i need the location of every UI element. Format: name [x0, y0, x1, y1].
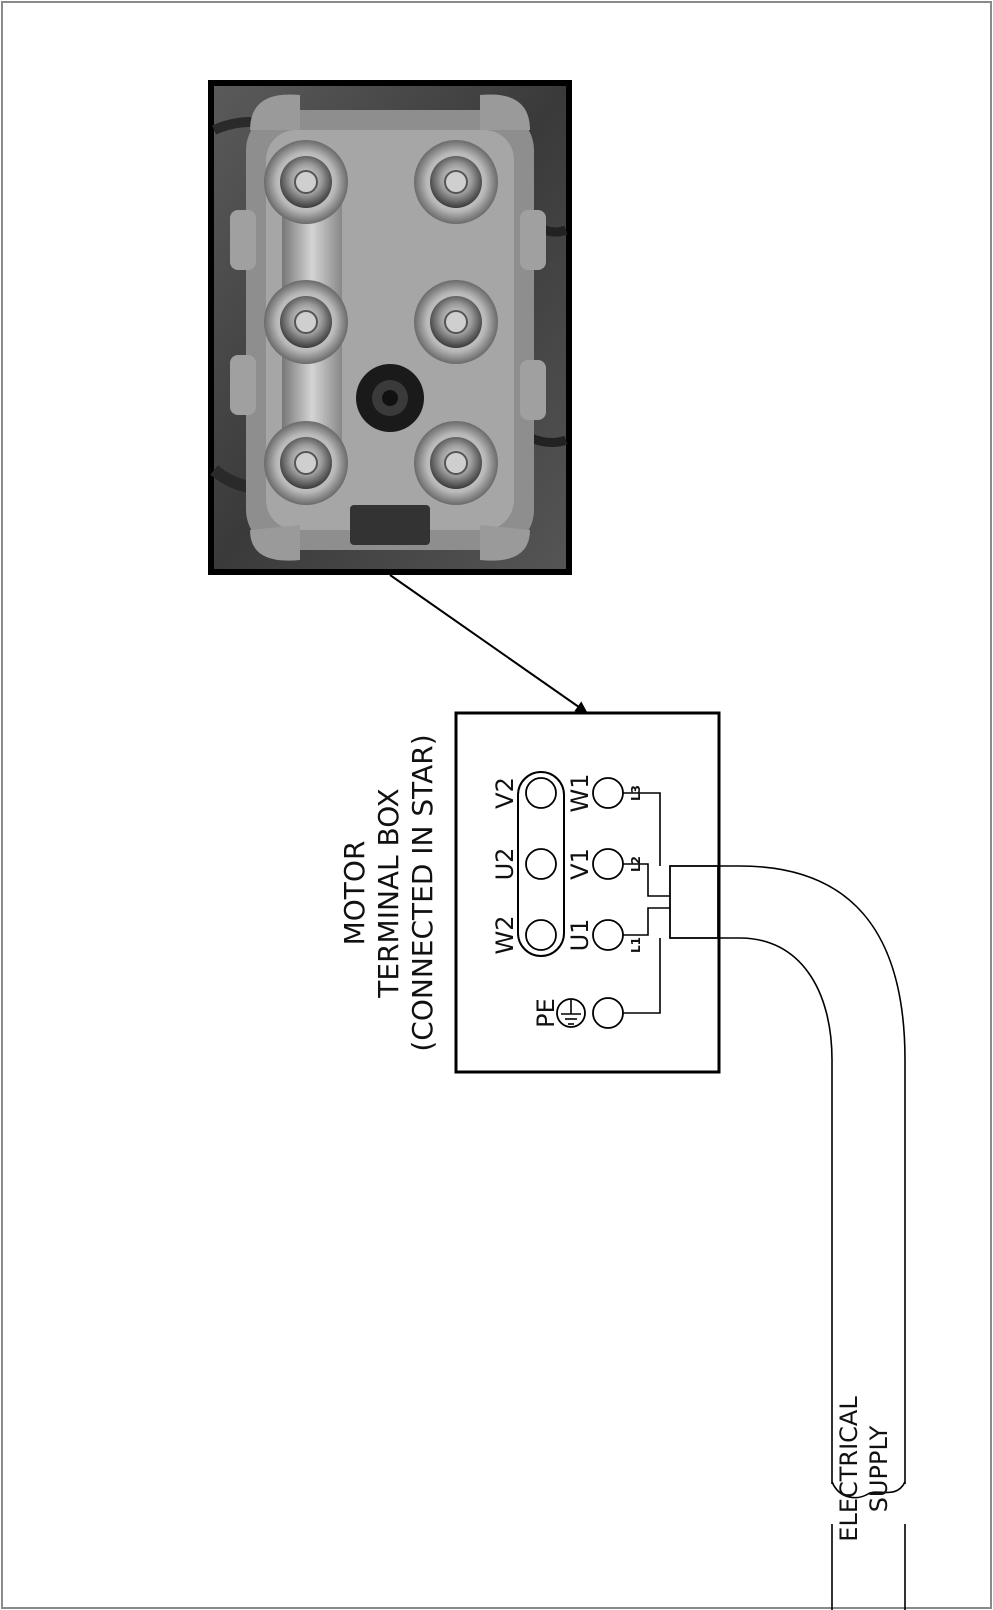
title-line2: TERMINAL BOX: [372, 788, 405, 998]
star-link: [517, 771, 565, 957]
supply-line1: ELECTRICAL: [835, 1396, 863, 1542]
label-w1: W1: [566, 774, 594, 813]
terminal-box: [454, 711, 721, 1074]
label-l2: L2: [629, 856, 643, 872]
callout-arrow: [389, 574, 588, 714]
terminal-v2: [525, 777, 557, 809]
earth-icon: [556, 998, 586, 1028]
label-w2: W2: [491, 916, 519, 955]
label-pe: PE: [532, 998, 560, 1028]
title-line3: (CONNECTED IN STAR): [406, 734, 439, 1051]
title-line1: MOTOR: [338, 841, 371, 946]
label-u1: U1: [566, 919, 594, 952]
label-v2: V2: [491, 777, 519, 809]
wiring: [623, 792, 906, 1610]
label-l3: L3: [629, 785, 643, 801]
terminal-u2: [525, 848, 557, 880]
label-l1: L1: [629, 937, 643, 953]
supply-line2: SUPPLY: [865, 1425, 893, 1512]
label-v1: V1: [566, 848, 594, 880]
label-u2: U2: [491, 848, 519, 881]
terminal-block-photo: [208, 80, 572, 575]
terminal-w2: [525, 919, 557, 951]
